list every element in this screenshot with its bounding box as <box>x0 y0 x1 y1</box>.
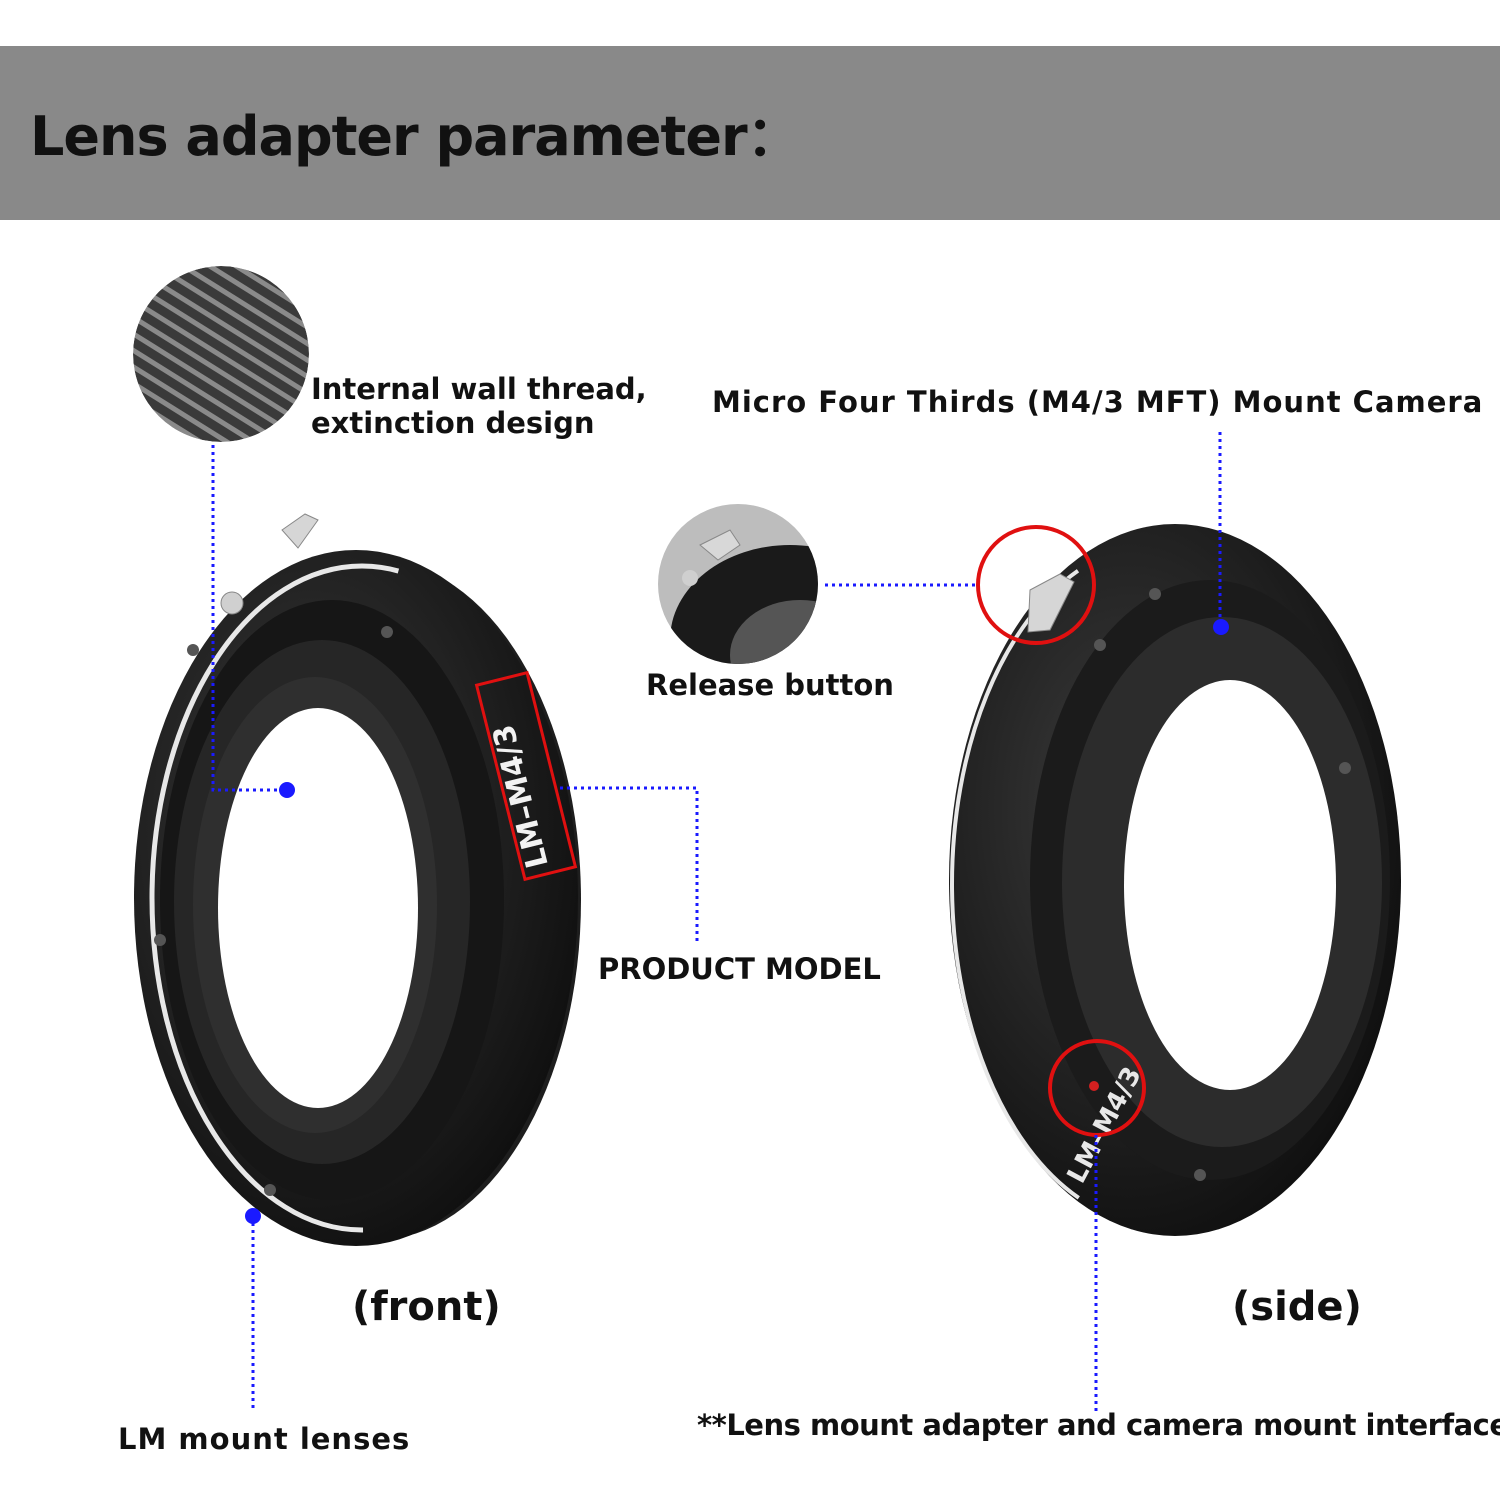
thread-label-line1: Internal wall thread, <box>311 372 647 406</box>
thread-marker-dot <box>279 782 295 798</box>
leader-lines <box>211 432 1222 1412</box>
product-model-label: PRODUCT MODEL <box>598 952 881 986</box>
page-title: Lens adapter parameter： <box>30 105 801 168</box>
release-highlight-circle <box>976 525 1096 645</box>
side-caption: (side) <box>1232 1284 1362 1330</box>
release-button-label: Release button <box>646 668 894 702</box>
lm-mount-label: LM mount lenses <box>118 1422 411 1456</box>
lm-mount-marker-dot <box>245 1208 261 1224</box>
front-caption: (front) <box>352 1284 501 1330</box>
camera-mount-marker-dot <box>1213 619 1229 635</box>
thread-label-line2: extinction design <box>311 406 595 440</box>
header-banner <box>0 46 1500 220</box>
side-adapter-ring: LM–M4/3 <box>949 524 1401 1236</box>
interface-label: **Lens mount adapter and camera mount in… <box>697 1408 1500 1442</box>
front-adapter-ring <box>134 513 581 1246</box>
camera-mount-label: Micro Four Thirds (M4/3 MFT) Mount Camer… <box>712 385 1484 419</box>
thread-label: Internal wall thread, extinction design <box>311 372 647 440</box>
thread-detail-circle <box>133 266 309 442</box>
